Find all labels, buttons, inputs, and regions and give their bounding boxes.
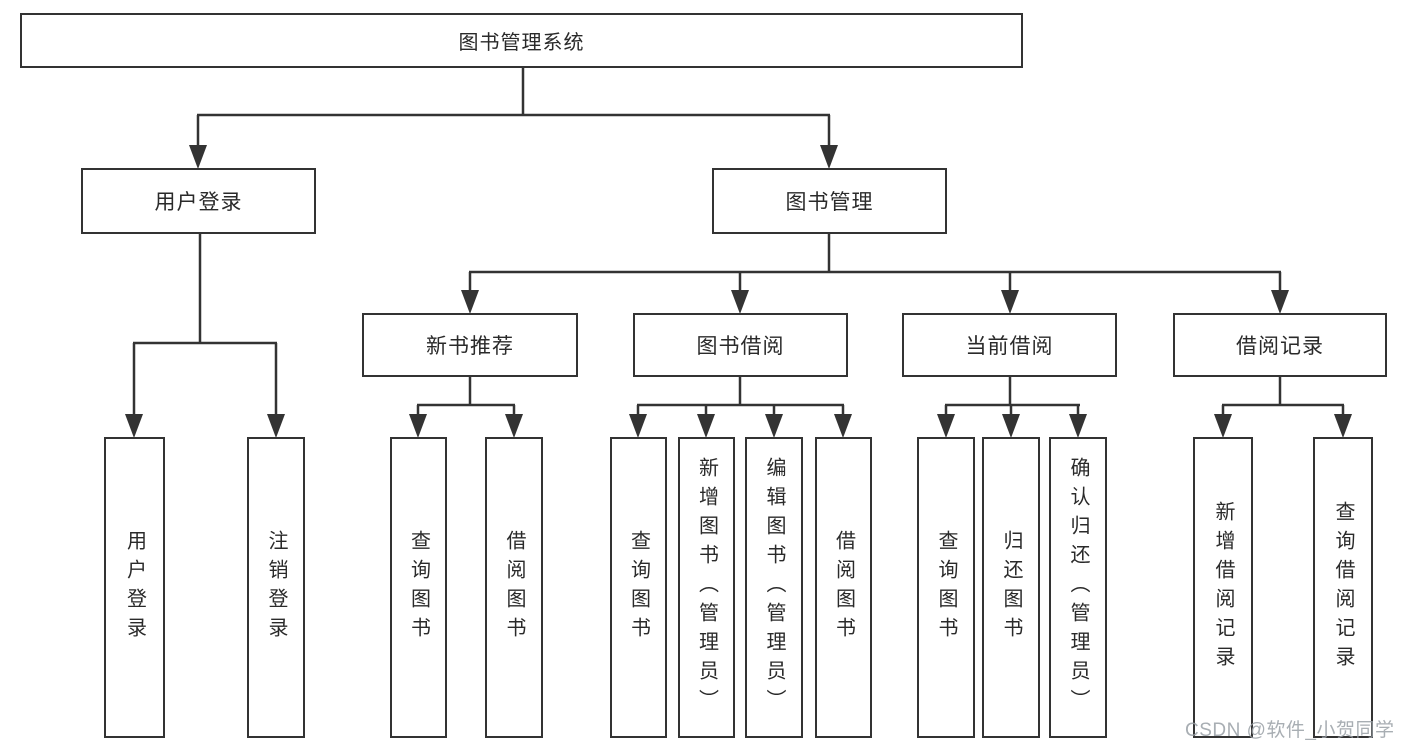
connector-book-mgmt-branch [469, 234, 1281, 274]
leaf-edit-book-admin: 编辑图书（管理员） [745, 437, 803, 738]
node-book-borrow: 图书借阅 [633, 313, 848, 377]
node-root-system: 图书管理系统 [20, 13, 1023, 68]
node-user-login: 用户登录 [81, 168, 316, 234]
connector-borrow-records-branch [1222, 377, 1344, 407]
leaf-user-login: 用户登录 [104, 437, 165, 738]
node-new-book-recommend: 新书推荐 [362, 313, 578, 377]
node-book-management: 图书管理 [712, 168, 947, 234]
leaf-borrow-books: 借阅图书 [815, 437, 872, 738]
connector-current-borrow-branch [945, 377, 1080, 407]
connector-book-borrow-branch [637, 377, 844, 407]
leaf-add-borrow-record: 新增借阅记录 [1193, 437, 1253, 738]
leaf-query-borrow-record: 查询借阅记录 [1313, 437, 1373, 738]
leaf-query-books-borrow: 查询图书 [610, 437, 667, 738]
leaf-borrow-books-recommend: 借阅图书 [485, 437, 543, 738]
node-borrow-records: 借阅记录 [1173, 313, 1387, 377]
connector-new-book-branch [417, 377, 515, 407]
leaf-query-books-current: 查询图书 [917, 437, 975, 738]
leaf-logout: 注销登录 [247, 437, 305, 738]
leaf-return-book: 归还图书 [982, 437, 1040, 738]
arrowheads [125, 145, 1352, 438]
leaf-confirm-return-admin: 确认归还（管理员） [1049, 437, 1107, 738]
connector-root-to-level2 [197, 68, 830, 117]
node-current-borrow: 当前借阅 [902, 313, 1117, 377]
connector-user-login-branch [133, 234, 277, 345]
csdn-watermark: CSDN @软件_小贺同学 [1185, 720, 1395, 741]
leaf-add-book-admin: 新增图书（管理员） [678, 437, 735, 738]
leaf-query-books-recommend: 查询图书 [390, 437, 447, 738]
